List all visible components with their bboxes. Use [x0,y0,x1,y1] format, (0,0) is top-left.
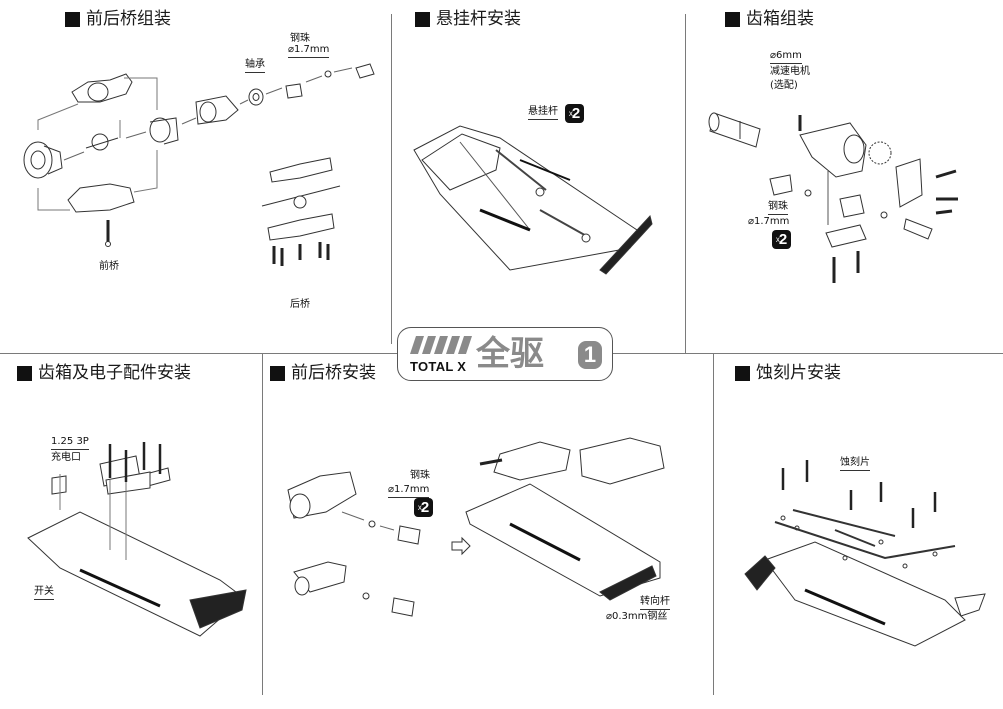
divider-h-left [0,353,397,354]
section-title-text: 前后桥组装 [86,9,171,29]
label-steering-rod: 转向杆 [640,596,670,610]
label-charge-port: 充电口 [51,452,81,463]
title-square-icon [17,365,32,381]
section-title-gearbox: 齿箱组装 [725,9,814,29]
quantity-badge: x2 [772,230,791,249]
section-title-axle-install: 前后桥安装 [270,363,376,383]
section-title-gearbox-electronics: 齿箱及电子配件安装 [17,363,191,383]
label-front-axle: 前桥 [99,261,119,272]
volume-number-badge: 1 [578,341,602,369]
label-motor-size: ⌀6mm [770,50,802,64]
total-x-logo: TOTAL X 全驱 1 [397,327,613,381]
logo-cn-text: 全驱 [476,334,544,374]
label-bearing: 轴承 [245,59,265,73]
section-title-text: 前后桥安装 [291,363,376,383]
section-title-text: 蚀刻片安装 [756,363,841,383]
title-square-icon [415,11,430,27]
divider-v-top-right [685,14,686,354]
label-steel-ball: 钢珠 [290,33,310,44]
divider-h-right [611,353,1003,354]
label-switch: 开关 [34,586,54,600]
title-square-icon [735,365,750,381]
label-steering-rod-spec: ⌀0.3mm钢丝 [606,611,668,622]
quantity-value: 2 [420,499,430,516]
section-title-etched-plate: 蚀刻片安装 [735,363,841,383]
chassis-suspension-drawing [400,120,660,280]
section-title-text: 悬挂杆安装 [436,9,521,29]
gearbox-exploded-drawing [700,95,990,295]
chassis-electronics-drawing [20,440,260,640]
section-title-axle-assembly: 前后桥组装 [65,9,171,29]
section-title-text: 齿箱组装 [746,9,814,29]
quantity-value: 2 [778,231,788,248]
quantity-badge: x2 [414,498,433,517]
front-axle-exploded-drawing [0,60,390,300]
label-connector-spec: 1.25 3P [51,436,89,450]
quantity-value: 2 [571,105,581,122]
title-square-icon [270,365,285,381]
section-title-suspension-arm: 悬挂杆安装 [415,9,521,29]
section-title-text: 齿箱及电子配件安装 [38,363,191,383]
axle-install-drawing [280,420,700,620]
quantity-badge: x2 [565,104,584,123]
label-steel-ball: 钢珠 [410,470,430,481]
divider-v-bottom-left [262,353,263,695]
title-square-icon [65,11,80,27]
label-etched-plate: 蚀刻片 [840,457,870,471]
label-motor-optional: (选配) [770,80,798,91]
divider-v-bottom-right [713,353,714,695]
label-steel-ball-size: ⌀1.7mm [748,216,790,227]
label-steel-ball-size: ⌀1.7mm [388,484,430,498]
label-motor: 减速电机 [770,66,810,77]
label-steel-ball: 钢珠 [768,201,788,215]
label-steel-ball-size: ⌀1.7mm [288,44,330,58]
label-rear-axle: 后桥 [290,299,310,310]
label-suspension-arm: 悬挂杆 [528,106,558,120]
divider-v-top-left [391,14,392,344]
title-square-icon [725,11,740,27]
etched-plate-drawing [735,450,995,650]
logo-stripes-icon [410,336,472,354]
logo-brand-text: TOTAL X [410,359,467,374]
